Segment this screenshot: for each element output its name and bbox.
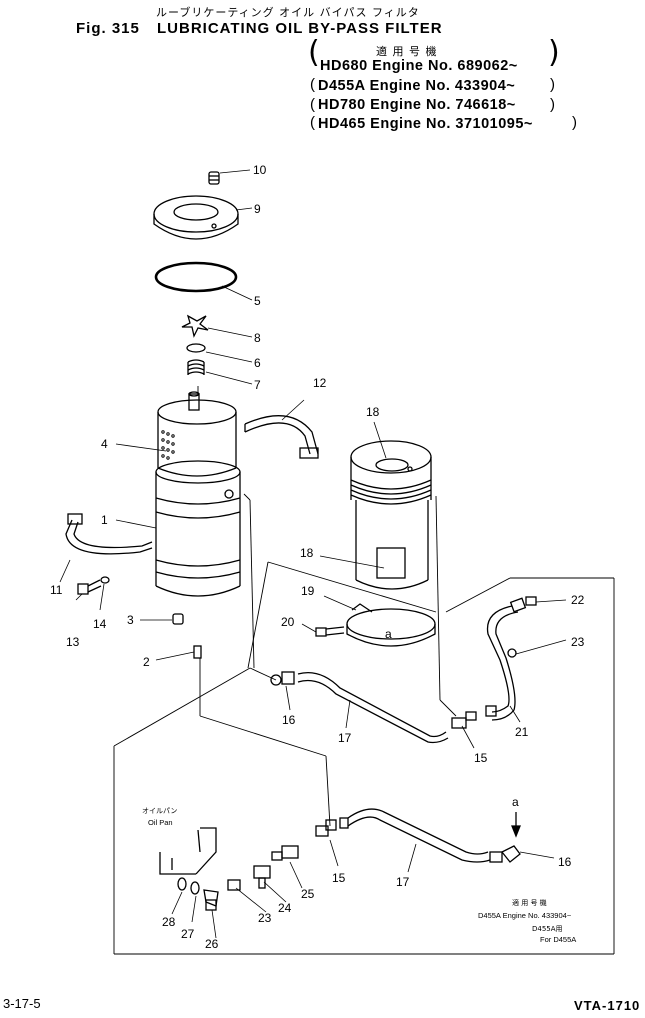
reference-lines bbox=[113, 386, 615, 955]
callout-15-lower: 15 bbox=[332, 871, 346, 885]
callout-labels: 10 9 5 8 6 7 4 1 3 2 12 11 13 14 18 18 1… bbox=[50, 163, 585, 951]
applicability-line-3: HD780 Engine No. 746618~ bbox=[318, 97, 516, 113]
paren-open-3: ( bbox=[310, 96, 315, 113]
tee-part-15-upper bbox=[451, 705, 497, 729]
note-for-en: For D455A bbox=[540, 935, 577, 944]
callout-13: 13 bbox=[66, 635, 80, 649]
ring-part-6 bbox=[186, 343, 206, 353]
note-applic-jp: 適 用 号 機 bbox=[512, 899, 547, 907]
callout-4: 4 bbox=[101, 437, 108, 451]
callout-28: 28 bbox=[162, 915, 176, 929]
oil-pan-label: Oil Pan bbox=[148, 818, 173, 827]
bracket-part-11 bbox=[65, 513, 153, 555]
note-engine: D455A Engine No. 433904~ bbox=[478, 911, 572, 920]
paren-open-4: ( bbox=[310, 114, 315, 131]
callout-15-upper: 15 bbox=[474, 751, 488, 765]
paren-close-4: ) bbox=[572, 114, 577, 131]
paren-close-3: ) bbox=[550, 96, 555, 113]
arrow-label-a-upper: a bbox=[385, 627, 392, 641]
callout-22: 22 bbox=[571, 593, 585, 607]
o-ring-part-5 bbox=[154, 261, 238, 293]
document-code: VTA-1710 bbox=[574, 998, 641, 1013]
callout-12: 12 bbox=[313, 376, 327, 390]
applicability-open-paren: ( bbox=[308, 35, 320, 70]
applicability-line-2: D455A Engine No. 433904~ bbox=[318, 78, 516, 94]
note-for-jp: D455A用 bbox=[532, 925, 563, 933]
callout-10: 10 bbox=[253, 163, 267, 177]
nipple-part-2 bbox=[193, 645, 202, 659]
callout-11: 11 bbox=[50, 583, 63, 597]
figure-title: LUBRICATING OIL BY-PASS FILTER bbox=[157, 20, 443, 37]
arrow-label-a-lower: a bbox=[512, 795, 519, 809]
tube-part-17-upper bbox=[297, 671, 449, 744]
leader-lines bbox=[59, 169, 567, 939]
bolt-part-20 bbox=[315, 626, 345, 637]
elbow-fitting-part-22 bbox=[509, 596, 537, 613]
callout-7: 7 bbox=[254, 378, 261, 392]
page-number: 3-17-5 bbox=[3, 996, 41, 1011]
callout-5: 5 bbox=[254, 294, 261, 308]
elbow-part-16-upper bbox=[270, 671, 295, 686]
oil-pan-jp-label: オイルパン bbox=[142, 807, 178, 815]
callout-18-label: 18 bbox=[300, 546, 314, 560]
callout-27: 27 bbox=[181, 927, 195, 941]
callout-24: 24 bbox=[278, 901, 292, 915]
adapter-part-25 bbox=[271, 845, 299, 861]
callout-17-lower: 17 bbox=[396, 875, 410, 889]
plug-part-10 bbox=[208, 171, 220, 185]
callout-3: 3 bbox=[127, 613, 134, 627]
callout-9: 9 bbox=[254, 202, 261, 216]
washer-part-14 bbox=[100, 576, 110, 584]
callout-8: 8 bbox=[254, 331, 261, 345]
jp-title: ルーブリケーティング オイル バイパス フィルタ bbox=[156, 6, 420, 19]
callout-18-top: 18 bbox=[366, 405, 380, 419]
callout-26: 26 bbox=[205, 937, 219, 951]
filter-assembly-part-18 bbox=[350, 440, 432, 590]
hose-part-21 bbox=[486, 605, 519, 721]
fitting-part-23 bbox=[507, 648, 517, 658]
paren-open-2: ( bbox=[310, 76, 315, 93]
washer-part-27 bbox=[190, 881, 200, 895]
drain-plug-part-3 bbox=[172, 613, 184, 625]
washer-part-28 bbox=[177, 877, 187, 891]
elbow-part-26 bbox=[203, 889, 219, 911]
callout-20: 20 bbox=[281, 615, 295, 629]
spider-part-8 bbox=[181, 314, 209, 338]
callout-14: 14 bbox=[93, 617, 107, 631]
connector-part-15-lower bbox=[315, 817, 349, 837]
callout-17-upper: 17 bbox=[338, 731, 352, 745]
callout-2: 2 bbox=[143, 655, 150, 669]
callout-16-lower: 16 bbox=[558, 855, 572, 869]
arrow-a-lower bbox=[511, 812, 521, 838]
callout-16-upper: 16 bbox=[282, 713, 296, 727]
cover-part-9 bbox=[153, 195, 239, 240]
bracket-part-12 bbox=[244, 415, 319, 459]
applicability-jp-heading: 適 用 号 機 bbox=[376, 45, 438, 58]
tube-part-17-lower bbox=[347, 808, 491, 863]
case-part-1 bbox=[155, 460, 241, 597]
valve-part-24 bbox=[253, 865, 271, 889]
spring-part-7 bbox=[187, 359, 205, 375]
elbow-part-16-lower bbox=[489, 845, 521, 863]
applicability-line-4: HD465 Engine No. 37101095~ bbox=[318, 116, 533, 132]
filter-element-part-4 bbox=[157, 391, 237, 477]
callout-23: 23 bbox=[571, 635, 585, 649]
callout-19: 19 bbox=[301, 584, 315, 598]
figure-number: Fig. 315 bbox=[76, 20, 140, 37]
callout-23-lower: 23 bbox=[258, 911, 272, 925]
callout-21: 21 bbox=[515, 725, 529, 739]
fitting-part-23-lower bbox=[227, 879, 241, 891]
callout-6: 6 bbox=[254, 356, 261, 370]
bolt-part-13 bbox=[77, 579, 102, 595]
applicability-close-paren: ) bbox=[548, 35, 560, 70]
band-part-19 bbox=[346, 603, 436, 647]
callout-25: 25 bbox=[301, 887, 315, 901]
oil-pan-sketch bbox=[159, 827, 217, 875]
applicability-line-1: HD680 Engine No. 689062~ bbox=[320, 58, 518, 74]
callout-1: 1 bbox=[101, 513, 108, 527]
paren-close-2: ) bbox=[550, 76, 555, 93]
